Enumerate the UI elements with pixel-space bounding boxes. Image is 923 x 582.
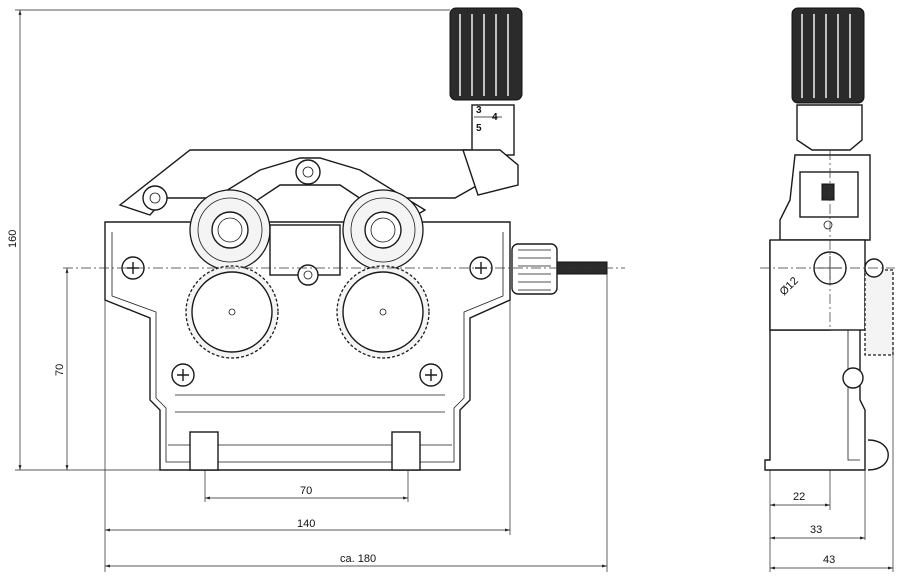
side-knob-grip-lines (801, 14, 851, 98)
tension-bridge (193, 157, 427, 226)
lower-right-drive-gear (336, 265, 430, 359)
dim-width-total: ca. 180 (340, 553, 376, 565)
dim-width-140: 140 (297, 518, 315, 530)
pressure-arm-pivot (142, 185, 168, 211)
tension-bridge-bolt (295, 159, 321, 185)
upper-left-roller (189, 189, 271, 271)
tension-knob-stem-guide (462, 149, 519, 196)
side-view: Ø12 (760, 7, 895, 471)
wire-inlet-nozzle (511, 243, 558, 295)
tension-knob-grip-lines (459, 14, 509, 96)
side-clamp-pin (823, 220, 833, 230)
side-dimensions: 22 33 43 (769, 350, 894, 572)
dim-side-43: 43 (823, 554, 835, 566)
wire-inlet-grip (518, 249, 551, 291)
pressure-arm-pivot-hole (149, 192, 161, 204)
dim-height-160: 160 (7, 230, 19, 248)
knob-scale-bottom: 5 (476, 123, 482, 134)
side-knob-stem (796, 104, 863, 151)
left-foot (189, 431, 219, 471)
side-lower-knob (842, 367, 864, 389)
side-body-block (769, 239, 866, 331)
side-bottom-hook (867, 439, 889, 471)
side-gear-teeth (864, 269, 894, 356)
front-dimensions: 160 70 70 140 ca. 180 (7, 9, 608, 572)
knob-scale-top: 3 (476, 105, 482, 116)
dim-side-22: 22 (793, 491, 805, 503)
knob-scale-mid: 4 (492, 112, 498, 123)
dim-side-33: 33 (810, 524, 822, 536)
mounting-screw-bottom-left (171, 363, 195, 387)
front-body-inner-outline (111, 232, 504, 463)
side-lower-housing (847, 330, 860, 461)
upper-right-roller (342, 189, 424, 271)
right-foot (391, 431, 421, 471)
tension-knob (449, 7, 523, 101)
lower-left-drive-gear (185, 265, 279, 359)
center-block-screw-hole (303, 270, 313, 280)
center-block-screw (297, 264, 319, 286)
tension-bridge-bolt-hole (302, 166, 314, 178)
dim-spacing-70: 70 (300, 485, 312, 497)
mounting-screw-bottom-right (419, 363, 443, 387)
side-clamp-spring (821, 183, 835, 201)
front-view: 3 4 5 (63, 7, 625, 471)
dim-height-70: 70 (54, 364, 66, 376)
side-knob (791, 7, 865, 104)
